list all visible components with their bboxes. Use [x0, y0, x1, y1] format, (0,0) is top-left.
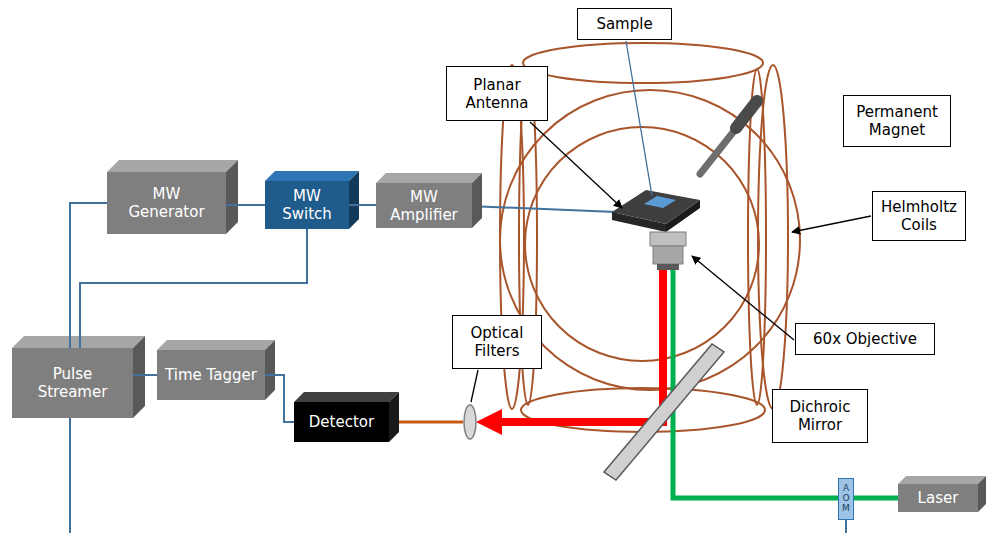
box-label: Helmholtz Coils: [879, 198, 959, 234]
fiber: [389, 421, 463, 424]
callout-box: Dichroic Mirror: [772, 389, 868, 443]
planar-antenna: [612, 190, 700, 232]
box-side-face: [472, 173, 482, 228]
box-top-face: [265, 171, 359, 181]
box-side-face: [133, 336, 145, 418]
box-side-face: [226, 160, 238, 234]
leader-line: [530, 122, 622, 208]
signal-line: [133, 374, 157, 376]
leader-line: [626, 41, 652, 196]
callout-box: Permanent Magnet: [843, 95, 951, 147]
box-label: AOM: [842, 484, 851, 514]
callout-box: 60x Objective: [795, 323, 935, 355]
detector-box: Detector: [294, 402, 389, 442]
box-top-face: [294, 392, 399, 402]
leader-line: [792, 216, 871, 232]
mw-feed-wire: [468, 206, 616, 212]
optical-filter: [464, 405, 476, 439]
box-top-face: [157, 340, 275, 350]
box-side-face: [349, 171, 359, 229]
signal-line: [349, 204, 376, 206]
box-label: Laser: [918, 489, 959, 507]
box-label: MW Switch: [271, 187, 343, 223]
instrument-box: Pulse Streamer: [12, 348, 133, 418]
box-label: Time Tagger: [165, 366, 257, 384]
box-label: 60x Objective: [813, 330, 917, 348]
sample: [644, 196, 676, 208]
box-label: MW Amplifier: [382, 188, 466, 224]
laser-box: Laser: [898, 484, 978, 512]
box-top-face: [376, 173, 482, 183]
box-top-face: [12, 336, 145, 348]
box-label: Pulse Streamer: [18, 365, 127, 401]
instrument-box: Time Tagger: [157, 350, 265, 400]
red-arrowhead: [476, 409, 502, 435]
box-label: MW Generator: [113, 185, 220, 221]
callout-box: Helmholtz Coils: [872, 191, 966, 241]
callout-box: Planar Antenna: [446, 66, 548, 121]
signal-line: [854, 496, 898, 501]
callout-box: Optical Filters: [452, 315, 542, 369]
callout-box: Sample: [577, 8, 672, 40]
instrument-box: MW Amplifier: [376, 183, 472, 228]
box-top-face: [898, 476, 986, 484]
signal-line: [80, 229, 307, 348]
box-label: Sample: [596, 15, 652, 33]
box-label: Detector: [309, 413, 374, 431]
leader-line: [471, 370, 478, 402]
box-label: Optical Filters: [459, 324, 535, 360]
trigger-wire: [69, 418, 71, 533]
signal-line: [70, 203, 107, 348]
signal-line: [265, 375, 294, 422]
permanent-magnet: [700, 101, 757, 174]
box-side-face: [265, 340, 275, 400]
dichroic-mirror: [604, 344, 724, 480]
objective-lens: [650, 232, 686, 270]
box-label: Planar Antenna: [453, 76, 541, 112]
switch-box: MW Switch: [265, 181, 349, 229]
box-label: Dichroic Mirror: [779, 398, 861, 434]
instrument-box: MW Generator: [107, 172, 226, 234]
signal-line: [226, 204, 265, 206]
aom-box: AOM: [838, 478, 854, 520]
aom-wire: [845, 520, 847, 533]
box-label: Permanent Magnet: [850, 103, 944, 139]
box-side-face: [978, 476, 986, 512]
box-top-face: [107, 160, 238, 172]
box-side-face: [389, 392, 399, 442]
leader-line: [692, 256, 794, 340]
